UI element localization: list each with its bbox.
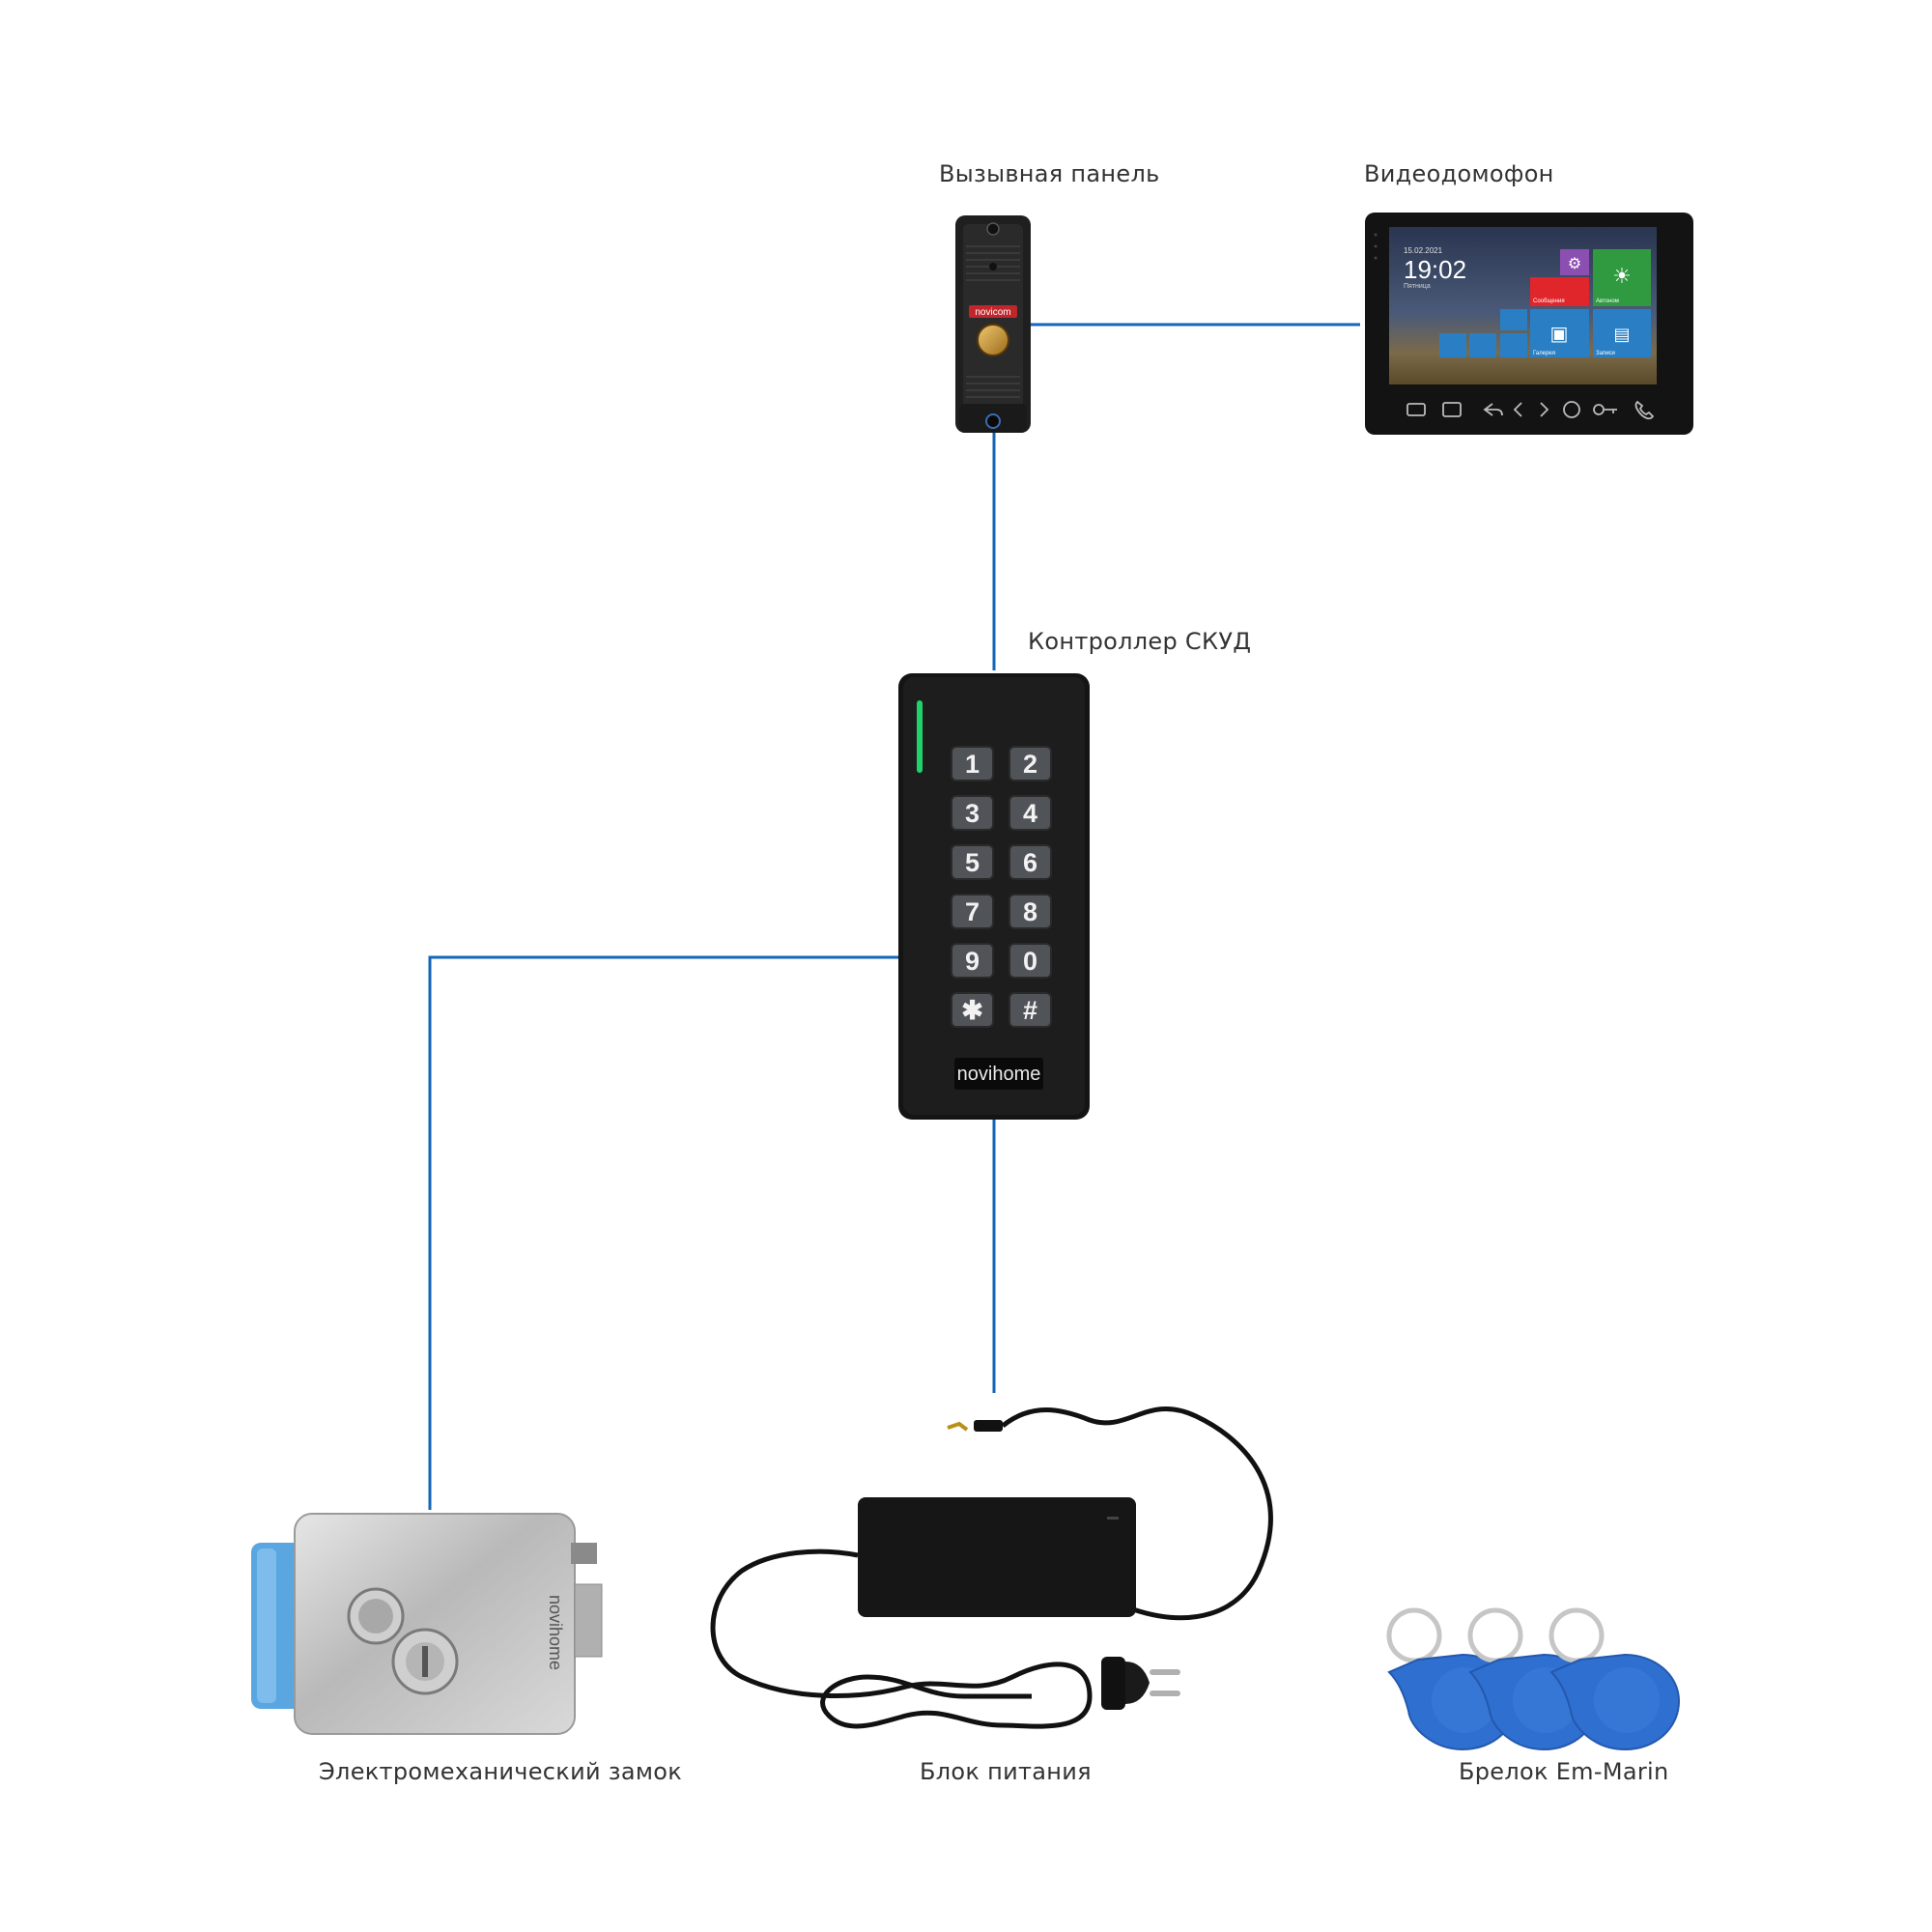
settings-icon: ⚙ — [1568, 256, 1581, 272]
folder-icon: ▤ — [1613, 325, 1630, 344]
settings-icon[interactable] — [1563, 401, 1580, 418]
tile-camera-2[interactable] — [1500, 333, 1527, 357]
tile-panel-2[interactable] — [1469, 333, 1496, 357]
back-icon[interactable] — [1483, 403, 1503, 416]
call-panel-brand: novicom — [975, 307, 1010, 318]
monitor-label: Видеодомофон — [1364, 160, 1554, 187]
call-button[interactable] — [977, 324, 1009, 356]
call-panel-brand-badge — [969, 305, 1017, 318]
tile-gallery[interactable] — [1530, 309, 1589, 357]
wires — [428, 323, 1360, 1510]
call-panel-device: novicom — [955, 215, 1031, 433]
keypad-key-label: 6 — [1023, 848, 1037, 877]
monitor-time: 19:02 — [1404, 255, 1466, 284]
tile-panel-1[interactable] — [1439, 333, 1466, 357]
monitor-button-row — [1406, 400, 1655, 420]
controller-label: Контроллер СКУД — [1028, 628, 1251, 655]
tile-messages[interactable] — [1530, 277, 1589, 306]
keypad-key-1[interactable]: 1 — [951, 746, 994, 781]
adapter-body — [858, 1497, 1136, 1617]
tile-records-label: Записи — [1596, 351, 1615, 356]
sun-icon: ☀ — [1612, 264, 1632, 288]
keypad-key-4[interactable]: 4 — [1009, 795, 1052, 831]
keypad-key-label: 3 — [965, 799, 980, 828]
keypad-key-5[interactable]: 5 — [951, 844, 994, 880]
keypad-key-label: 9 — [965, 947, 980, 976]
keypad-key-star[interactable]: ✱ — [951, 992, 994, 1028]
phone-icon[interactable] — [1634, 400, 1655, 420]
monitor-date: 15.02.2021 — [1404, 246, 1443, 255]
tile-messages-label: Сообщения — [1533, 298, 1565, 304]
status-led — [917, 700, 923, 773]
keypad-key-label: 2 — [1023, 750, 1037, 779]
controller-brand: novihome — [957, 1064, 1041, 1085]
keypad-key-hash[interactable]: # — [1009, 992, 1052, 1028]
tile-records[interactable] — [1593, 309, 1651, 357]
keypad-key-label: 7 — [965, 897, 980, 926]
keypad-key-9[interactable]: 9 — [951, 943, 994, 979]
camera-lens-icon — [985, 413, 1001, 429]
keypad-key-label: # — [1023, 996, 1037, 1025]
intercom-icon[interactable] — [1406, 403, 1426, 416]
lock-label: Электромеханический замок — [319, 1758, 682, 1785]
access-controller-device: 1 2 3 4 5 6 7 8 9 0 ✱ # novihome — [898, 673, 1090, 1120]
keypad-key-7[interactable]: 7 — [951, 894, 994, 929]
keypad-key-label: 8 — [1023, 897, 1037, 926]
gallery-icon: ▣ — [1550, 324, 1569, 345]
keypad-key-label: 4 — [1023, 799, 1037, 828]
call-panel-label: Вызывная панель — [939, 160, 1160, 187]
keypad-key-label: 5 — [965, 848, 980, 877]
keypad-key-label: 0 — [1023, 947, 1037, 976]
keypad-key-2[interactable]: 2 — [1009, 746, 1052, 781]
tile-settings[interactable] — [1560, 249, 1589, 275]
ac-cable — [710, 1548, 1093, 1729]
psu-label: Блок питания — [920, 1758, 1092, 1785]
right-icon[interactable] — [1540, 402, 1549, 417]
keypad-key-3[interactable]: 3 — [951, 795, 994, 831]
keypad-key-8[interactable]: 8 — [1009, 894, 1052, 929]
key-fob — [1548, 1607, 1681, 1751]
keypad-key-label: 1 — [965, 750, 980, 779]
fob-label: Брелок Em-Marin — [1459, 1758, 1668, 1785]
controller-brand-badge — [954, 1058, 1043, 1090]
keypad: 1 2 3 4 5 6 7 8 9 0 ✱ # — [951, 746, 1052, 1028]
electromechanical-lock-device: novihome — [251, 1513, 603, 1735]
dc-cable — [1001, 1406, 1273, 1621]
rfid-key-fobs — [1386, 1607, 1681, 1751]
video-intercom-monitor: 15.02.2021 19:02 Пятница ⚙ Сообщения ☀ А… — [1365, 213, 1693, 435]
photo-icon[interactable] — [1442, 402, 1462, 417]
key-icon[interactable] — [1593, 404, 1617, 415]
tile-auto-label: Автоном — [1596, 298, 1619, 304]
keypad-key-0[interactable]: 0 — [1009, 943, 1052, 979]
wire-controller-lock — [428, 955, 898, 1510]
left-icon[interactable] — [1513, 402, 1522, 417]
tile-auto[interactable] — [1593, 249, 1651, 306]
power-supply-device — [710, 1406, 1273, 1729]
monitor-day: Пятница — [1404, 283, 1431, 290]
tile-camera-1[interactable] — [1500, 309, 1527, 330]
tile-gallery-label: Галерея — [1533, 351, 1555, 356]
keypad-key-6[interactable]: 6 — [1009, 844, 1052, 880]
lock-brand: novihome — [546, 1595, 565, 1670]
keypad-key-label: ✱ — [961, 996, 983, 1025]
